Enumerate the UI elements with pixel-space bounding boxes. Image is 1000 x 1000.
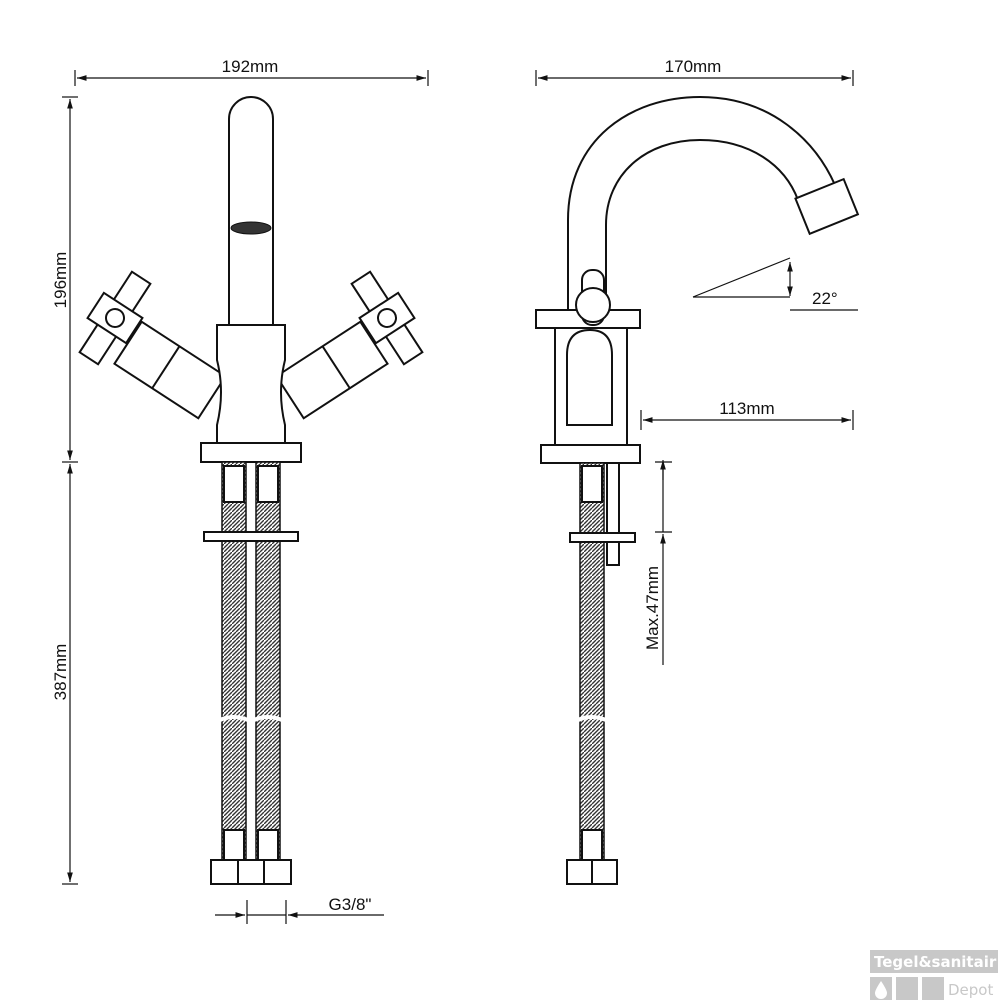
mounting-rod (606, 462, 620, 566)
left-handle (78, 270, 227, 420)
angle-dimension: 22° (692, 257, 858, 311)
depth-label: 170mm (665, 57, 722, 76)
side-hose (579, 462, 605, 861)
watermark-logo: Tegel&sanitair Depot (870, 950, 998, 1000)
base-plate (200, 442, 302, 463)
hose-length-label: 387mm (51, 644, 70, 701)
spout-tip (794, 177, 860, 236)
reach-label: 113mm (719, 399, 774, 418)
front-view: 192mm 196mm 387mm (51, 57, 429, 924)
reach-dimension: 113mm (640, 399, 854, 430)
spout-arch (567, 95, 837, 311)
thread-label: G3/8" (329, 895, 372, 914)
spout-front (228, 96, 274, 325)
handle-knob (575, 287, 611, 323)
supply-hoses (219, 461, 283, 861)
right-handle (275, 270, 424, 420)
angle-label: 22° (812, 289, 838, 308)
side-view: 170mm 22° 113mm (535, 57, 860, 885)
lever (566, 328, 613, 426)
watermark-line1: Tegel&sanitair (874, 953, 997, 971)
max-thickness-dimension: Max.47mm (643, 460, 672, 665)
upper-height-label: 196mm (51, 252, 70, 309)
body-side (554, 327, 628, 446)
width-dimension: 192mm (74, 57, 429, 86)
depth-dimension: 170mm (535, 57, 854, 86)
height-dimension: 196mm 387mm (51, 96, 78, 885)
mounting-plate (203, 531, 299, 542)
side-base-plate (540, 444, 641, 464)
width-label: 192mm (222, 57, 279, 76)
max-thickness-label: Max.47mm (643, 566, 662, 650)
watermark-line2: Depot (948, 981, 993, 999)
aerator (230, 221, 272, 235)
thread-dimension: G3/8" (215, 895, 384, 924)
hose-nuts (210, 859, 292, 885)
body-front (216, 324, 286, 444)
side-mounting-plate (569, 532, 636, 543)
water-drop-icon (875, 981, 887, 999)
